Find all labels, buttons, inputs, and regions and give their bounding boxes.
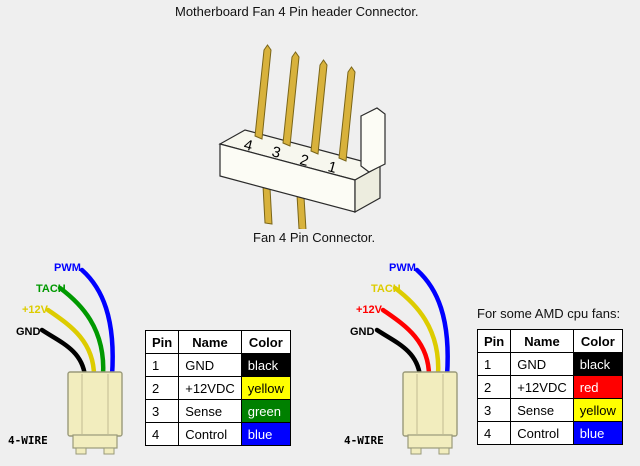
gnd-wire xyxy=(374,327,423,379)
left-gnd-label: GND xyxy=(16,326,41,338)
pin-cell: 3 xyxy=(144,399,180,423)
color-swatch-cell: yellow xyxy=(240,376,291,400)
name-cell: Control xyxy=(510,421,574,445)
name-cell: +12VDC xyxy=(510,375,574,399)
name-cell: GND xyxy=(510,352,574,376)
right-pin-color-table: Pin Name Color 1 GND black 2 +12VDC red … xyxy=(476,329,623,445)
left-tach-label: TACH xyxy=(36,283,66,295)
twelve-volt-wire xyxy=(45,307,97,379)
pwm-wire xyxy=(79,267,115,379)
header-pin-4 xyxy=(254,44,272,140)
table-row: 2 +12VDC yellow xyxy=(144,376,291,400)
color-swatch-cell: red xyxy=(572,375,623,399)
pin-cell: 3 xyxy=(476,398,512,422)
subtitle: Fan 4 Pin Connector. xyxy=(253,230,376,245)
table-header-row: Pin Name Color xyxy=(476,329,623,353)
right-fan-plug-illustration xyxy=(374,267,458,455)
twelve-volt-wire xyxy=(380,307,432,379)
name-cell: GND xyxy=(178,353,242,377)
pwm-wire xyxy=(414,267,450,379)
header-leg-2 xyxy=(296,194,307,229)
pin-cell: 4 xyxy=(476,421,512,445)
gnd-wire xyxy=(39,327,88,379)
header-latch-tab xyxy=(360,107,386,173)
pin-cell: 1 xyxy=(144,353,180,377)
table-row: 1 GND black xyxy=(144,353,291,377)
name-cell: Sense xyxy=(178,399,242,423)
page-title: Motherboard Fan 4 Pin header Connector. xyxy=(175,4,419,19)
pin-cell: 1 xyxy=(476,352,512,376)
table-row: 2 +12VDC red xyxy=(476,375,623,399)
plug-foot-1 xyxy=(75,447,87,455)
color-swatch-cell: black xyxy=(572,352,623,376)
plug-foot-2 xyxy=(438,447,450,455)
left-pin-color-table: Pin Name Color 1 GND black 2 +12VDC yell… xyxy=(144,330,291,446)
col-header-pin: Pin xyxy=(144,330,180,354)
left-12v-label: +12V xyxy=(22,304,48,316)
right-gnd-label: GND xyxy=(350,326,375,338)
pin-cell: 2 xyxy=(144,376,180,400)
right-12v-label: +12V xyxy=(356,304,382,316)
tach-wire xyxy=(57,285,106,379)
col-header-pin: Pin xyxy=(476,329,512,353)
color-swatch-cell: green xyxy=(240,399,291,423)
col-header-color: Color xyxy=(240,330,291,354)
tach-wire xyxy=(392,285,441,379)
left-pwm-label: PWM xyxy=(54,262,81,274)
name-cell: Sense xyxy=(510,398,574,422)
right-4wire-label: 4-WIRE xyxy=(344,434,384,447)
plug-body xyxy=(402,371,458,437)
color-swatch-cell: yellow xyxy=(572,398,623,422)
col-header-name: Name xyxy=(510,329,574,353)
header-pin-3 xyxy=(282,51,300,147)
col-header-color: Color xyxy=(572,329,623,353)
col-header-name: Name xyxy=(178,330,242,354)
plug-skirt xyxy=(72,434,118,449)
motherboard-header-illustration: 4 3 2 1 xyxy=(218,44,386,229)
name-cell: Control xyxy=(178,422,242,446)
plug-foot-2 xyxy=(103,447,115,455)
table-row: 3 Sense green xyxy=(144,399,291,423)
right-tach-label: TACH xyxy=(371,283,401,295)
color-swatch-cell: blue xyxy=(572,421,623,445)
table-header-row: Pin Name Color xyxy=(144,330,291,354)
left-fan-plug-illustration xyxy=(39,267,123,455)
pin-cell: 4 xyxy=(144,422,180,446)
table-row: 4 Control blue xyxy=(476,421,623,445)
amd-fans-caption: For some AMD cpu fans: xyxy=(477,306,621,321)
plug-foot-1 xyxy=(410,447,422,455)
header-pin-2 xyxy=(310,59,328,155)
color-swatch-cell: blue xyxy=(240,422,291,446)
header-leg-1 xyxy=(262,185,273,225)
plug-skirt xyxy=(407,434,453,449)
header-pin-1 xyxy=(338,66,356,162)
right-pwm-label: PWM xyxy=(389,262,416,274)
pin-cell: 2 xyxy=(476,375,512,399)
table-row: 4 Control blue xyxy=(144,422,291,446)
name-cell: +12VDC xyxy=(178,376,242,400)
table-row: 1 GND black xyxy=(476,352,623,376)
color-swatch-cell: black xyxy=(240,353,291,377)
plug-body xyxy=(67,371,123,437)
left-4wire-label: 4-WIRE xyxy=(8,434,48,447)
table-row: 3 Sense yellow xyxy=(476,398,623,422)
